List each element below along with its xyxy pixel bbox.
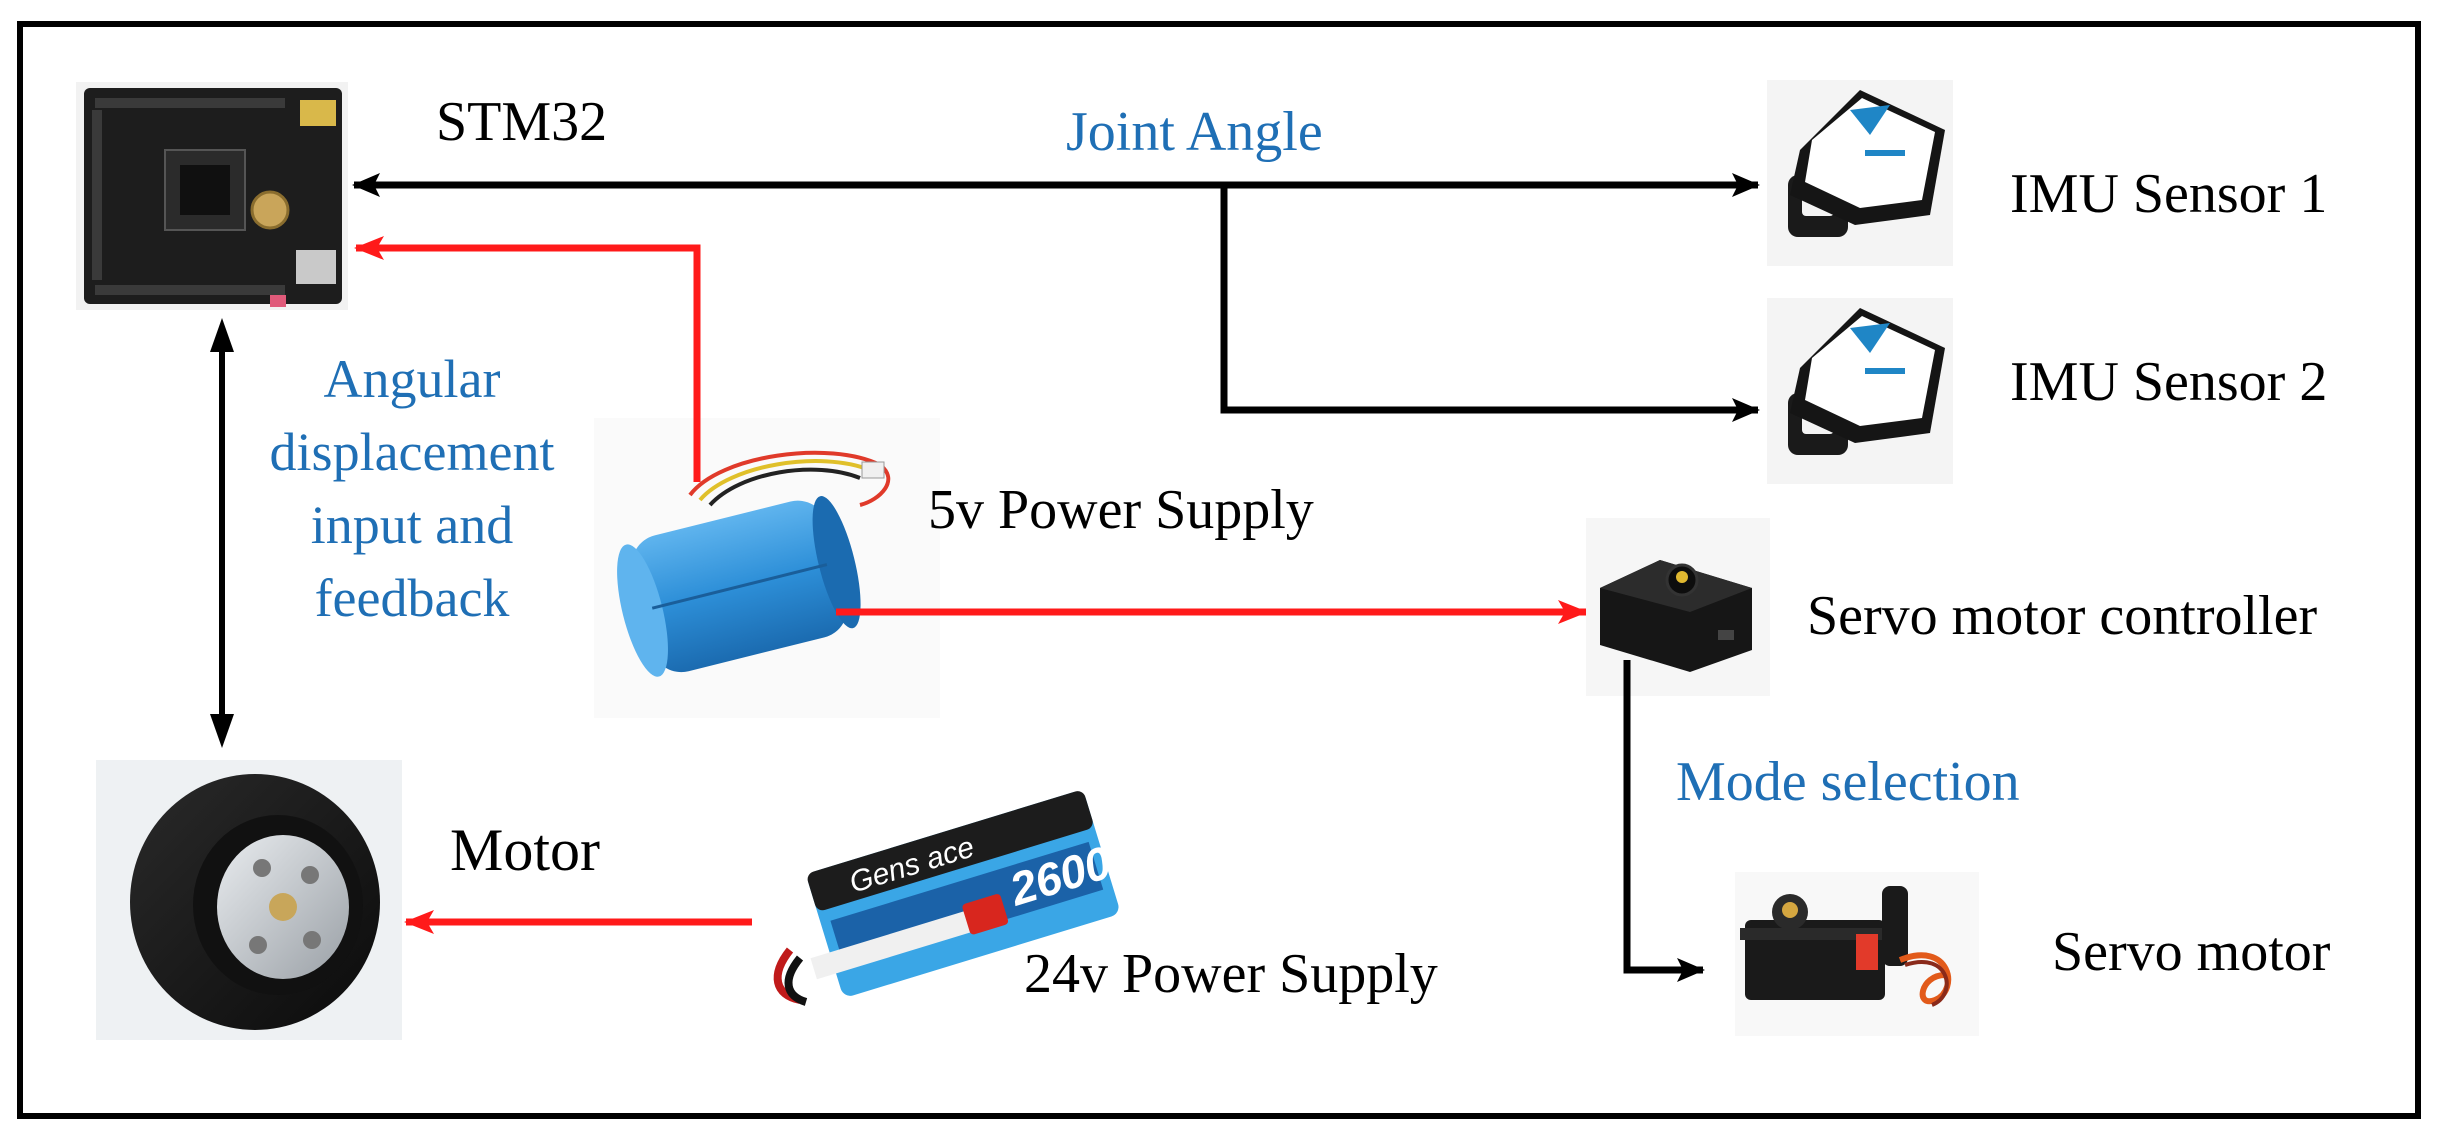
arrow-controller-to-servo-motor [1623, 660, 1705, 982]
imu-sensor-2-image [1767, 298, 1953, 484]
stm32-label: STM32 [436, 91, 607, 153]
joint-angle-label: Joint Angle [1066, 101, 1323, 163]
servo-motor-label: Servo motor [2052, 921, 2331, 983]
diagram-frame [17, 21, 2421, 1119]
joint-angle-connector [352, 173, 1760, 422]
battery-24v-image: Gens ace 2600 [773, 791, 1119, 1006]
power-arrow-5v-to-stm32 [354, 236, 701, 482]
motor-label: Motor [450, 817, 600, 883]
svg-text:feedback: feedback [315, 568, 510, 628]
stm32-board-image [76, 82, 348, 310]
svg-text:Angular: Angular [324, 349, 501, 409]
svg-text:input and: input and [311, 495, 513, 555]
power-5v-label: 5v Power Supply [928, 479, 1314, 541]
servo-controller-image [1586, 518, 1770, 696]
servo-controller-label: Servo motor controller [1807, 585, 2317, 647]
servo-motor-image [1735, 872, 1979, 1036]
svg-text:displacement: displacement [270, 422, 555, 482]
battery-5v-image [594, 418, 940, 718]
power-24v-label: 24v Power Supply [1024, 943, 1438, 1005]
angular-feedback-label: Angular displacement input and feedback [270, 349, 555, 628]
mode-selection-label: Mode selection [1676, 751, 2020, 813]
imu-sensor-1-image [1767, 80, 1953, 266]
arrow-to-imu2 [1220, 185, 1760, 422]
imu-sensor-1-label: IMU Sensor 1 [2010, 163, 2327, 225]
imu-sensor-2-label: IMU Sensor 2 [2010, 351, 2327, 413]
stm32-motor-bidirectional-arrow [210, 318, 234, 748]
motor-image [96, 760, 402, 1040]
